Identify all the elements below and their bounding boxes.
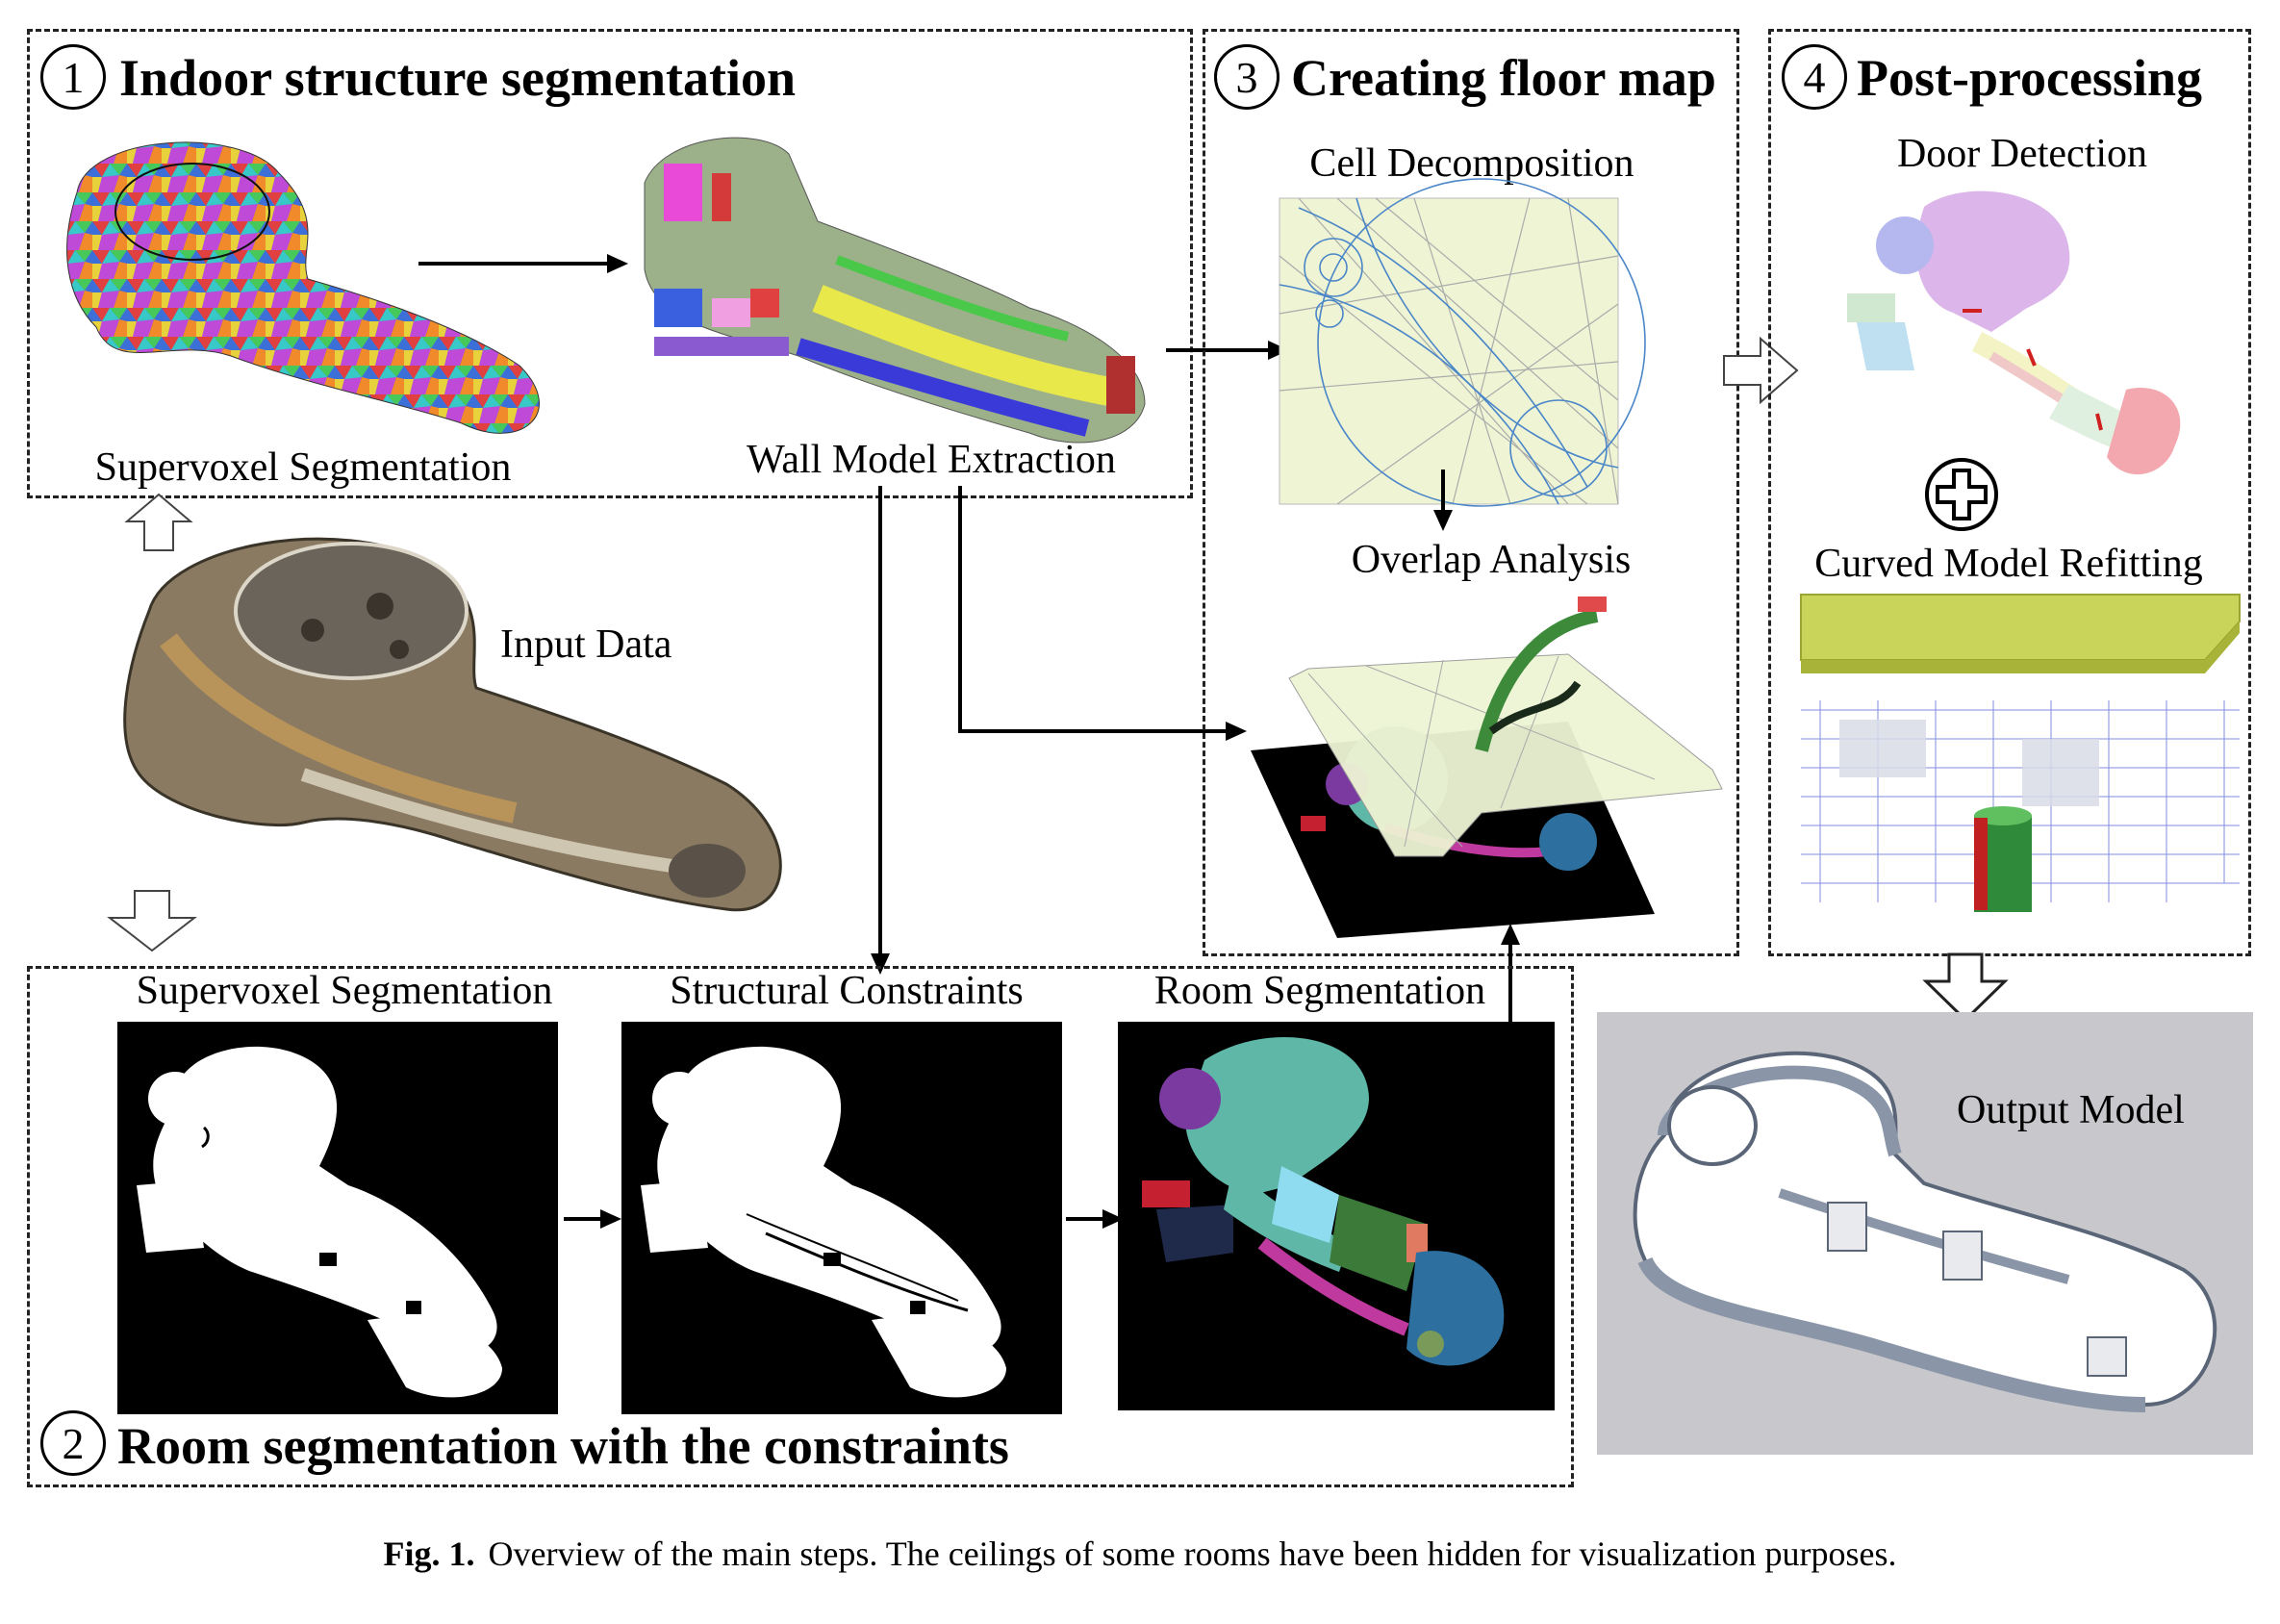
panel-1-title: Indoor structure segmentation [119,49,796,107]
arrow-room-to-overlap [1501,924,1520,1028]
input-data-image [123,537,782,912]
label-wall-model-extraction: Wall Model Extraction [747,438,1116,482]
step-number-3: 3 [1214,44,1279,110]
figure-number: Fig. 1. [383,1535,475,1573]
arrow-supervoxel-to-wall [418,254,628,273]
label-output-model: Output Model [1957,1088,2185,1132]
panel-room-segmentation [27,966,1574,1487]
curved-model-refitting-image [1800,594,2241,931]
arrow-wall-to-overlap [958,486,1247,741]
structural-constraints-mask [621,1022,1062,1414]
figure-caption-text: Overview of the main steps. The ceilings… [488,1535,1897,1573]
plus-icon [1925,458,1998,531]
panel-4-title: Post-processing [1857,49,2202,107]
door-detection-image [1847,190,2181,475]
label-supervoxel-segmentation-top: Supervoxel Segmentation [94,445,512,490]
arrow-cell-to-overlap [1433,469,1453,531]
arrow-supervoxel-to-constraints [564,1209,621,1229]
arrow-input-to-room-segmentation [107,890,197,952]
step-number-2: 2 [40,1410,106,1476]
step-number-4: 4 [1782,44,1847,110]
label-overlap-analysis: Overlap Analysis [1351,538,1632,582]
panel-indoor-structure-segmentation [27,29,1193,498]
panel-post-processing [1768,29,2251,956]
label-curved-model-refitting: Curved Model Refitting [1814,542,2203,586]
panel-2-title: Room segmentation with the constraints [117,1417,1009,1475]
arrow-input-to-supervoxel [124,493,193,551]
figure-caption: Fig. 1. Overview of the main steps. The c… [0,1534,2280,1574]
output-model-image [1633,1051,2217,1412]
arrow-wall-to-cell-decomposition [1166,341,1289,360]
arrow-constraints-to-room [1066,1209,1124,1229]
label-room-segmentation: Room Segmentation [1153,969,1486,1013]
label-cell-decomposition: Cell Decomposition [1309,141,1634,186]
arrow-wall-to-constraints [871,486,890,975]
arrow-post-processing-to-output [1922,952,2009,1023]
label-input-data: Input Data [500,622,672,667]
panel-3-title: Creating floor map [1291,49,1716,107]
label-structural-constraints: Structural Constraints [670,969,1024,1013]
wall-model-extraction-image [644,137,1146,444]
cell-decomposition-image [1279,178,1646,507]
room-segmentation-mask [1118,1022,1555,1410]
label-door-detection: Door Detection [1896,132,2148,176]
supervoxel-segmentation-image [66,141,540,434]
step-number-1: 1 [40,44,106,110]
supervoxel-binary-mask [117,1022,558,1414]
overlap-analysis-image [1251,596,1723,938]
panel-creating-floor-map [1203,29,1739,956]
label-supervoxel-segmentation-bottom: Supervoxel Segmentation [136,969,553,1013]
arrow-floor-map-to-post-processing [1723,336,1799,405]
